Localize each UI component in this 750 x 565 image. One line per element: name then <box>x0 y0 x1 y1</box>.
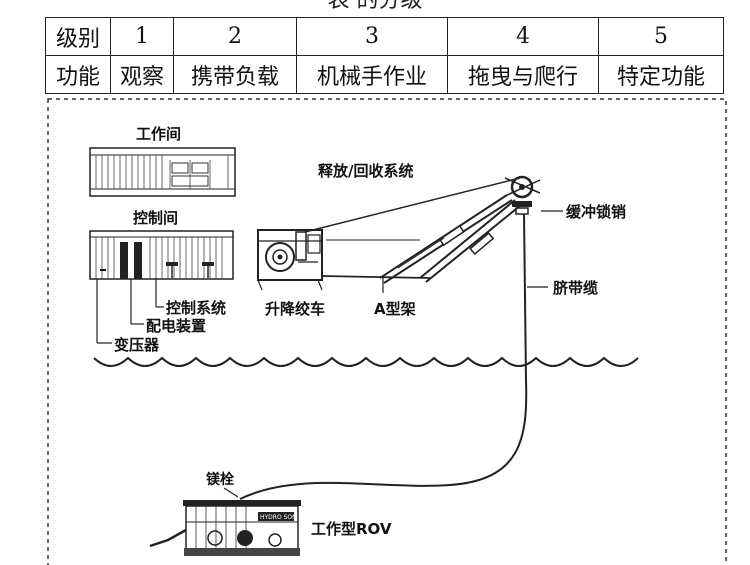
label-winch: 升降绞车 <box>265 300 325 318</box>
label-control-system: 控制系统 <box>166 299 226 317</box>
winch <box>257 229 323 291</box>
table-row-level: 级别 1 2 3 4 5 <box>45 17 724 56</box>
label-power-device: 配电装置 <box>146 317 206 335</box>
table-cell-level-2: 2 <box>173 17 297 56</box>
label-transformer: 变压器 <box>114 336 160 354</box>
deck-line <box>321 275 431 279</box>
table-cell-level-1: 1 <box>110 17 174 56</box>
table-cell-level-4: 4 <box>447 17 599 56</box>
umbilical-cable <box>239 213 528 500</box>
control-room <box>89 230 234 280</box>
launch-recovery-sheave <box>504 175 541 215</box>
table-cell-function-5: 特定功能 <box>598 55 724 94</box>
table-header-function: 功能 <box>45 55 111 94</box>
label-umbilical: 脐带缆 <box>553 279 598 297</box>
control-room-leader-lines <box>96 278 164 344</box>
table-cell-level-5: 5 <box>598 17 724 56</box>
cable-to-sheave <box>304 177 521 233</box>
table-header-level: 级别 <box>45 17 111 56</box>
clipped-top-caption: 表 的分级 <box>327 0 423 13</box>
sea-surface-waves <box>93 356 639 367</box>
label-work-room: 工作间 <box>136 125 181 143</box>
label-buffer-lock: 缓冲锁销 <box>566 203 626 221</box>
table-cell-function-2: 携带负载 <box>173 55 297 94</box>
work-room <box>89 147 236 197</box>
dashed-frame <box>47 98 727 565</box>
rov-level-table: 级别 1 2 3 4 5 功能 观察 携带负载 机械手作业 拖曳与爬行 特定功能 <box>45 17 724 94</box>
label-lock-pin: 镁栓 <box>206 471 234 488</box>
table-cell-function-4: 拖曳与爬行 <box>447 55 599 94</box>
a-frame <box>379 194 522 284</box>
rov-vehicle <box>149 500 301 556</box>
label-control-room: 控制间 <box>133 209 178 227</box>
table-cell-function-3: 机械手作业 <box>296 55 448 94</box>
lock-pin-leader <box>223 487 239 498</box>
label-launch-recovery-system: 释放/回收系统 <box>318 162 413 180</box>
label-a-frame: A型架 <box>374 300 416 318</box>
rov-brand-plate: HYDRO SON <box>260 514 297 521</box>
table-row-function: 功能 观察 携带负载 机械手作业 拖曳与爬行 特定功能 <box>45 55 724 94</box>
label-work-class-rov: 工作型ROV <box>311 520 392 538</box>
